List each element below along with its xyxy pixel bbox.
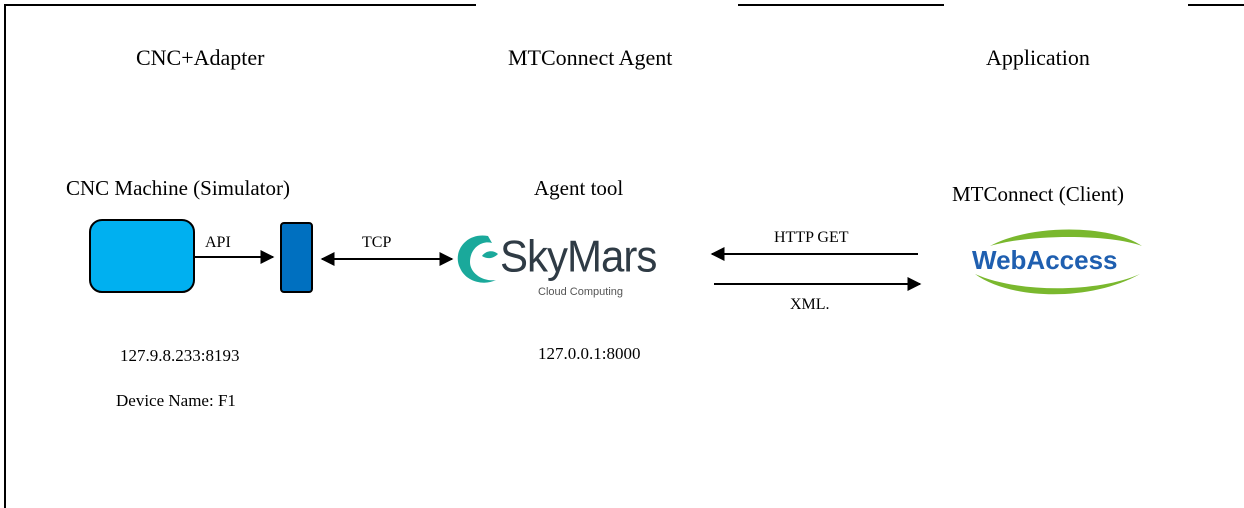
- frame-top-border-b: [738, 4, 944, 6]
- api-label: API: [205, 234, 231, 251]
- agent-tool-title: Agent tool: [534, 176, 624, 200]
- webaccess-logo-icon: [975, 229, 1142, 295]
- adapter-box: [280, 222, 313, 293]
- frame-left-border: [4, 4, 6, 508]
- frame-top-border-a: [4, 4, 476, 6]
- column-header-cnc-adapter: CNC+Adapter: [136, 45, 265, 70]
- xml-label: XML.: [790, 296, 830, 313]
- tcp-label: TCP: [362, 234, 392, 251]
- skymars-logo-text: SkyMars: [500, 231, 657, 282]
- frame-top-border-c: [1188, 4, 1244, 6]
- agent-address: 127.0.0.1:8000: [538, 344, 641, 363]
- column-header-application: Application: [986, 45, 1090, 70]
- skymars-logo-subtitle: Cloud Computing: [538, 286, 623, 298]
- cnc-machine-title: CNC Machine (Simulator): [66, 176, 290, 200]
- webaccess-logo-text: WebAccess: [972, 245, 1118, 275]
- cnc-address: 127.9.8.233:8193: [120, 346, 240, 365]
- device-name: Device Name: F1: [116, 391, 236, 410]
- column-header-mtconnect-agent: MTConnect Agent: [508, 45, 673, 70]
- http-get-label: HTTP GET: [774, 229, 849, 246]
- cnc-machine-box: [89, 219, 195, 293]
- skymars-logo-icon: [457, 235, 498, 283]
- mtconnect-client-title: MTConnect (Client): [952, 182, 1125, 206]
